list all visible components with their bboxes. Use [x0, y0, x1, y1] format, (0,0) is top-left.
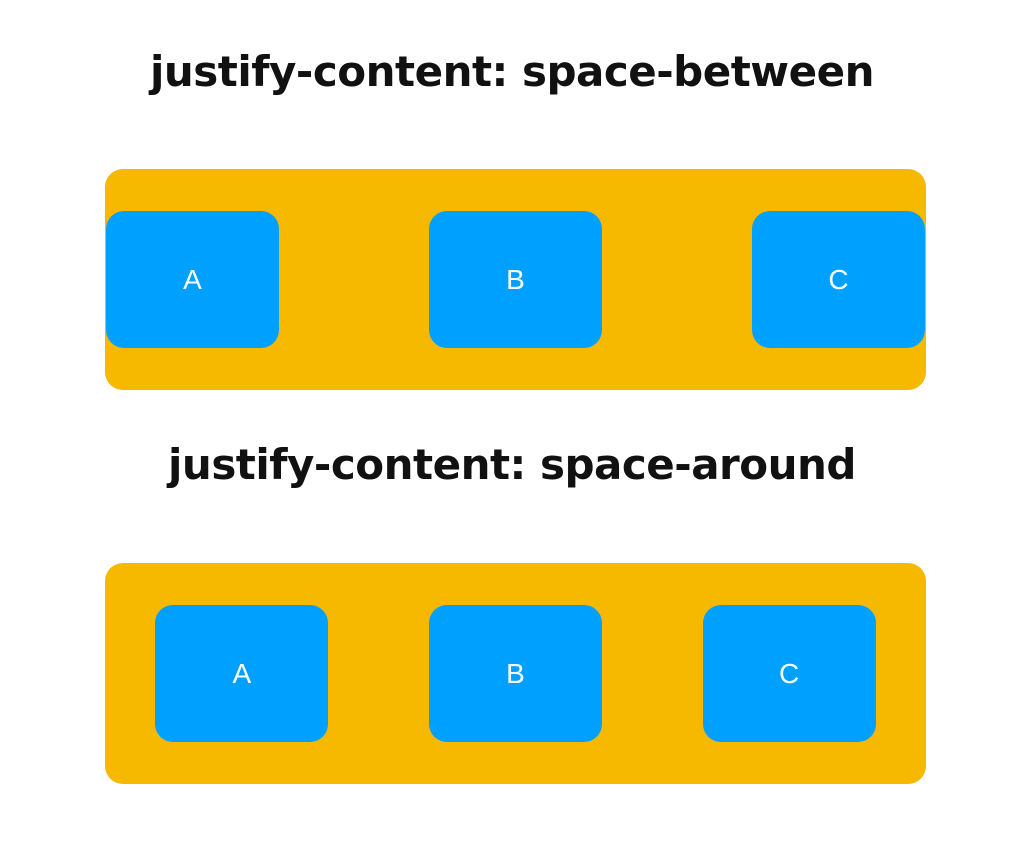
space-between-item-a: A — [106, 211, 279, 348]
space-between-item-b: B — [429, 211, 602, 348]
space-between-container: A B C — [105, 169, 926, 390]
space-between-item-c: C — [752, 211, 925, 348]
space-around-item-a: A — [155, 605, 329, 742]
space-around-container: A B C — [105, 563, 926, 784]
space-around-heading: justify-content: space-around — [168, 440, 856, 489]
space-around-item-c: C — [702, 605, 876, 742]
space-around-item-b: B — [428, 605, 602, 742]
space-between-heading: justify-content: space-between — [150, 47, 874, 96]
